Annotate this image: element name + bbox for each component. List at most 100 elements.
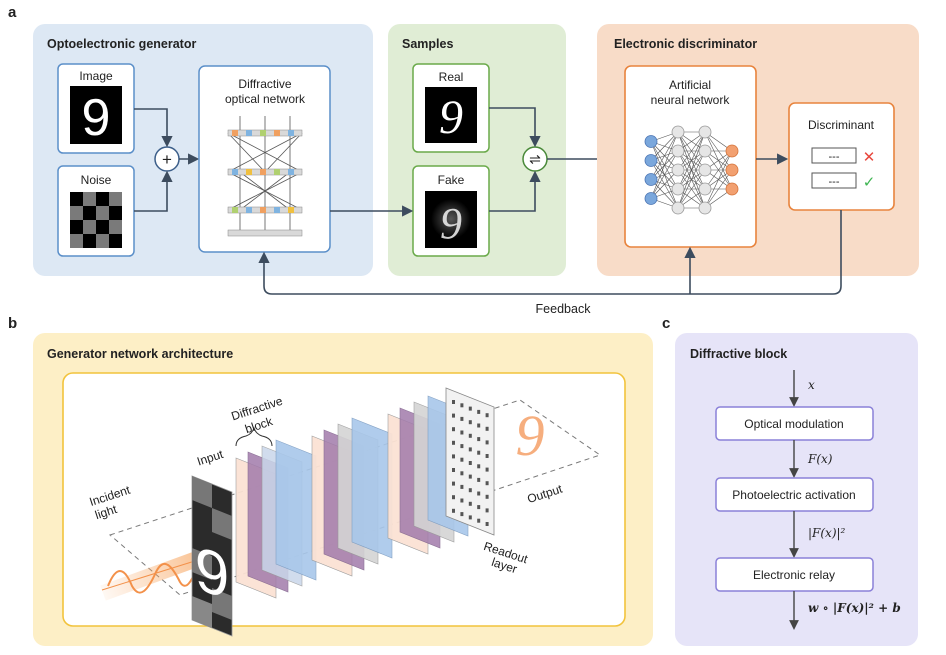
- readout-grid: [452, 400, 489, 526]
- ann-node: [644, 192, 658, 205]
- diffractive-plane-1d: [275, 439, 317, 581]
- fake-digit: 9: [440, 199, 462, 248]
- ann-edge: [677, 150, 706, 209]
- input-digit: 9: [195, 533, 229, 613]
- ann-node: [671, 125, 685, 139]
- readout-detector: [468, 474, 472, 479]
- architecture-title: Generator network architecture: [47, 347, 233, 361]
- ann-edge: [677, 169, 706, 209]
- readout-detector: [477, 505, 481, 510]
- output-digit: 9: [516, 403, 545, 468]
- incident-light: [100, 551, 200, 601]
- label-abs-fx: |F(x)|²: [808, 526, 846, 540]
- readout-detector: [468, 461, 472, 465]
- readout-detector: [452, 508, 455, 513]
- ann-edge: [704, 150, 733, 190]
- readout-detector: [485, 413, 489, 418]
- readout-detector: [468, 420, 472, 425]
- readout-detector: [460, 444, 464, 449]
- check-icon: ✓: [863, 173, 876, 191]
- readout-detector: [485, 494, 489, 499]
- don-diagram: [227, 116, 303, 237]
- noise-label: Noise: [81, 173, 112, 187]
- diffractive-block-title: Diffractive block: [690, 347, 787, 361]
- ann-edge: [677, 131, 706, 190]
- label-x: x: [808, 378, 815, 392]
- panel-a-letter: a: [8, 4, 17, 21]
- readout-detector: [477, 423, 481, 428]
- readout-detector: [485, 454, 489, 458]
- readout-detector: [460, 430, 464, 435]
- ann-node: [671, 144, 685, 158]
- readout-detector: [485, 467, 489, 472]
- ann-edge: [677, 131, 706, 209]
- readout-detector: [452, 481, 455, 486]
- label-output-expr: w ∘ |F(x)|² + b: [808, 601, 901, 615]
- noise-pattern: [70, 192, 122, 248]
- diffractive-plane-2d: [351, 417, 393, 559]
- readout-detector: [452, 454, 455, 459]
- ann-node: [698, 144, 712, 158]
- readout-detector: [468, 433, 472, 438]
- readout-detector: [452, 427, 455, 432]
- ann-edge: [704, 150, 733, 209]
- result-field-2-text: ---: [829, 176, 840, 188]
- readout-detector: [468, 515, 472, 520]
- block-brace: [235, 426, 273, 447]
- fake-to-switch-arrow: [489, 170, 541, 212]
- ann-edge: [650, 131, 679, 199]
- readout-detector: [477, 491, 481, 496]
- readout-detector: [485, 440, 489, 445]
- cross-icon: ✕: [863, 148, 876, 166]
- ann-edge: [650, 131, 679, 161]
- feedback-line: [258, 210, 842, 295]
- readout-detector: [477, 437, 481, 442]
- step-3-label: Electronic relay: [753, 568, 835, 582]
- readout-detector: [460, 498, 464, 503]
- ann-node: [671, 182, 685, 196]
- ann-node: [698, 201, 712, 215]
- ann-node: [671, 163, 685, 177]
- readout-detector: [452, 468, 455, 472]
- image-digit: 9: [82, 89, 111, 147]
- ann-label-1: Artificial: [669, 78, 711, 92]
- ann-node: [671, 201, 685, 215]
- ann-label-2: neural network: [651, 93, 731, 107]
- ann-node: [644, 135, 658, 148]
- discriminator-title: Electronic discriminator: [614, 37, 757, 51]
- image-digit-bg: [70, 86, 122, 144]
- incident-label-2: light: [93, 502, 119, 522]
- ann-edge: [650, 131, 679, 180]
- readout-detector: [477, 409, 481, 414]
- discriminant-label: Discriminant: [808, 118, 875, 132]
- fake-digit-glow: [431, 199, 471, 239]
- ann-node: [698, 125, 712, 139]
- ann-network: [644, 125, 739, 215]
- ann-edge: [650, 150, 679, 199]
- result-field-1-text: ---: [829, 151, 840, 163]
- ann-node: [698, 182, 712, 196]
- feedback-label: Feedback: [536, 302, 592, 316]
- readout-detector: [452, 400, 455, 404]
- image-to-sum-arrow: [134, 108, 173, 148]
- label-fx: F(x): [807, 452, 833, 466]
- fake-label: Fake: [438, 173, 465, 187]
- readout-detector: [460, 512, 464, 517]
- image-label: Image: [79, 69, 113, 83]
- don-label-2: optical network: [225, 92, 306, 106]
- readout-detector: [468, 447, 472, 452]
- readout-detector: [452, 495, 455, 500]
- sum-symbol: +: [162, 150, 172, 169]
- readout-detector: [477, 450, 481, 455]
- samples-title: Samples: [402, 37, 453, 51]
- panel-c-letter: c: [662, 315, 670, 332]
- noise-to-sum-arrow: [134, 170, 173, 212]
- ann-node: [644, 173, 658, 186]
- switch-symbol: ⇌: [529, 151, 541, 167]
- readout-detector: [452, 413, 455, 418]
- readout-detector: [468, 406, 472, 411]
- step-1-label: Optical modulation: [744, 417, 843, 431]
- readout-detector: [460, 457, 464, 462]
- ann-node: [725, 163, 739, 177]
